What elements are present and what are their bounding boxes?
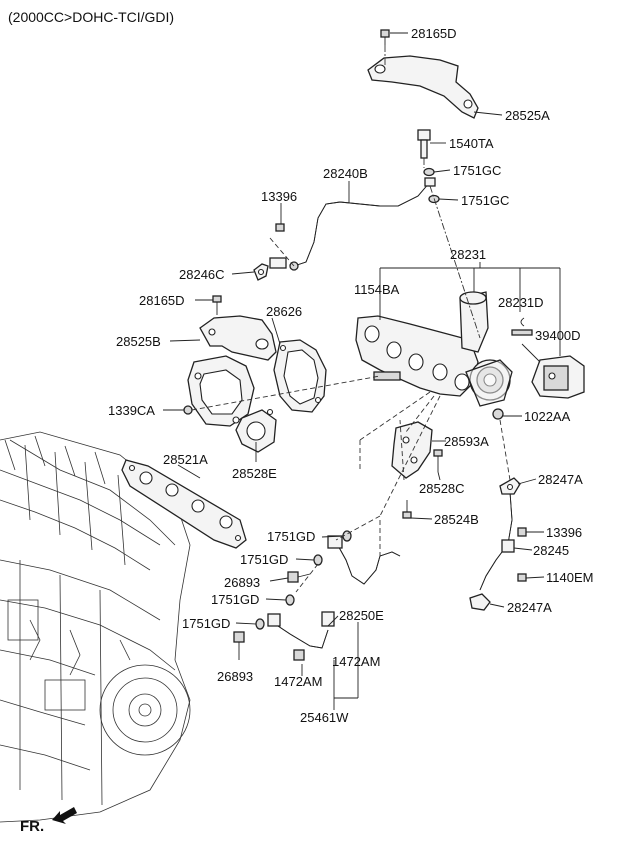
label-28247A-upper: 28247A <box>538 472 583 487</box>
oil-return-pipe-28245 <box>479 491 515 591</box>
washer-1751GC-upper <box>423 167 435 177</box>
label-1022AA: 1022AA <box>524 409 571 424</box>
label-28521A: 28521A <box>163 452 208 467</box>
label-1751GC-lower: 1751GC <box>461 193 509 208</box>
oil-feed-pipe-28240B <box>293 177 436 267</box>
front-direction-indicator: FR. <box>20 807 77 835</box>
label-28528C: 28528C <box>419 481 465 496</box>
label-28165D-top: 28165D <box>411 26 457 41</box>
nut-13396-upper <box>275 223 285 232</box>
label-28246C: 28246C <box>179 267 225 282</box>
gasket-28528E <box>235 408 277 453</box>
actuator-39400D <box>521 343 585 399</box>
label-25461W: 25461W <box>300 710 349 725</box>
turbocharger-assembly-28231 <box>355 291 533 407</box>
label-28247A-lower: 28247A <box>507 600 552 615</box>
label-1540TA: 1540TA <box>449 136 494 151</box>
bolt-28165D-top <box>380 29 390 45</box>
gasket-28246C <box>253 263 269 281</box>
label-13396-lower: 13396 <box>546 525 582 540</box>
bolt-1540TA <box>417 129 431 159</box>
bracket-28593A <box>391 421 433 479</box>
pipe-fitting <box>269 257 299 271</box>
front-label: FR. <box>20 818 44 835</box>
washer-1751GD-c <box>285 594 295 606</box>
front-arrow-icon <box>52 807 77 824</box>
part-labels: 28165D 28525A 1540TA 1751GC 1751GC 28240… <box>108 26 593 725</box>
label-1751GD-d: 1751GD <box>182 616 230 631</box>
label-1751GD-b: 1751GD <box>240 552 288 567</box>
gasket-28626 <box>273 339 327 413</box>
bolt-1140EM <box>517 573 527 582</box>
label-1751GD-a: 1751GD <box>267 529 315 544</box>
washer-1751GD-d <box>255 618 265 630</box>
bolt-28165D-left <box>212 295 222 315</box>
label-1751GD-c: 1751GD <box>211 592 259 607</box>
bolt-28524B <box>402 500 412 519</box>
nut-13396-lower <box>517 527 527 537</box>
label-28231D: 28231D <box>498 295 544 310</box>
label-1472AM-left: 1472AM <box>274 674 322 689</box>
label-1472AM-right: 1472AM <box>332 654 380 669</box>
coolant-hose-25461W <box>267 611 335 661</box>
label-1140EM: 1140EM <box>546 570 593 585</box>
label-26893-lower: 26893 <box>217 669 253 684</box>
nut-1339CA <box>183 405 193 415</box>
heat-shield-28525A <box>367 55 479 119</box>
label-1751GC-upper: 1751GC <box>453 163 501 178</box>
label-28524B: 28524B <box>434 512 479 527</box>
bolt-28528C <box>433 449 443 472</box>
coolant-pipe-28250E <box>327 535 401 585</box>
label-28250E: 28250E <box>339 608 384 623</box>
label-28626: 28626 <box>266 304 302 319</box>
gasket-28247A-lower <box>469 593 491 611</box>
washer-1751GD-b <box>313 554 323 566</box>
engine-spec-header: (2000CC>DOHC-TCI/GDI) <box>8 9 174 25</box>
label-28245: 28245 <box>533 543 569 558</box>
label-28525A: 28525A <box>505 108 550 123</box>
label-28165D-left: 28165D <box>139 293 185 308</box>
nut-1022AA <box>492 408 504 420</box>
label-13396-upper: 13396 <box>261 189 297 204</box>
label-28240B: 28240B <box>323 166 368 181</box>
gasket-28247A-upper <box>499 477 521 495</box>
turbine-flange <box>187 355 255 427</box>
leader-lines <box>163 32 561 710</box>
manifold-gasket-28521A <box>121 459 247 549</box>
label-1154BA: 1154BA <box>354 282 400 297</box>
engine-block-illustration <box>0 431 191 823</box>
label-39400D: 39400D <box>535 328 581 343</box>
label-28528E: 28528E <box>232 466 277 481</box>
label-26893-upper: 26893 <box>224 575 260 590</box>
label-28525B: 28525B <box>116 334 161 349</box>
bolt-26893-lower <box>233 631 245 660</box>
label-28231: 28231 <box>450 247 486 262</box>
clip-28231D <box>520 317 525 327</box>
label-28593A: 28593A <box>444 434 489 449</box>
bolt-26893-upper <box>287 571 311 583</box>
heat-shield-28525B <box>199 315 277 361</box>
label-1339CA: 1339CA <box>108 403 155 418</box>
